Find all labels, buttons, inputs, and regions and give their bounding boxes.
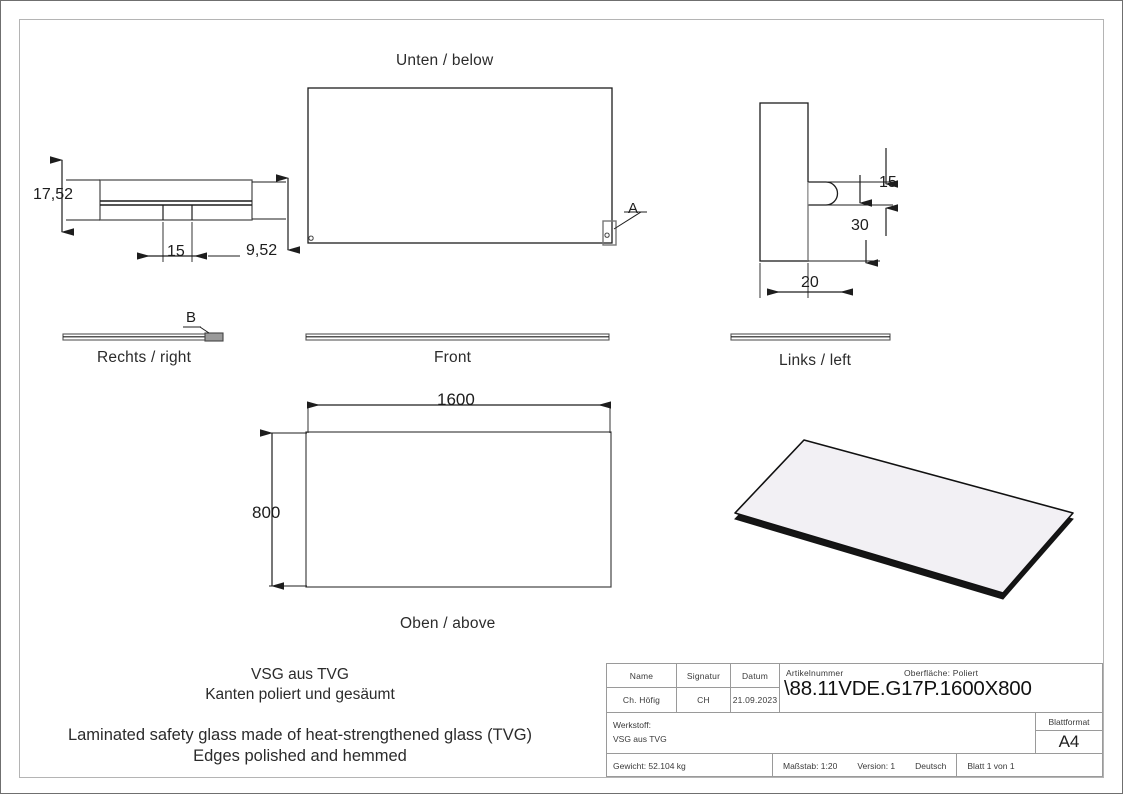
- dim-text-inner-gap: 15: [167, 243, 185, 260]
- tb-header-date: Datum: [731, 664, 779, 688]
- dim-text-width: 1600: [437, 390, 475, 409]
- dim-text-hem-height: 15: [879, 174, 897, 191]
- view-label-front: Front: [434, 349, 472, 366]
- tb-label-sheet-format: Blattformat: [1036, 713, 1102, 731]
- tb-label-article-number: Artikelnummer: [786, 668, 844, 678]
- tb-scale-group: Maßstab: 1:20 Version: 1 Deutsch: [773, 754, 958, 777]
- note-en-line1: Laminated safety glass made of heat-stre…: [67, 726, 533, 744]
- tb-value-version: Version: 1: [857, 760, 896, 771]
- tb-col-article: Artikelnummer Oberfläche: Poliert \88.11…: [780, 664, 1102, 712]
- tb-material-cell: Werkstoff: VSG aus TVG: [607, 713, 1036, 753]
- tb-value-sheet-count: Blatt 1 von 1: [967, 760, 1015, 771]
- tb-value-language: Deutsch: [915, 760, 947, 771]
- tb-value-date: 21.09.2023: [732, 695, 778, 705]
- view-label-below: Unten / below: [396, 52, 494, 69]
- tb-value-signature: CH: [697, 695, 710, 705]
- notes-block: VSG aus TVG Kanten poliert und gesäumt L…: [0, 665, 600, 767]
- tb-col-name: Name Ch. Höfig: [607, 664, 677, 712]
- tb-value-scale: Maßstab: 1:20: [783, 760, 838, 771]
- tb-header-name: Name: [607, 664, 676, 688]
- tb-value-name: Ch. Höfig: [622, 695, 661, 705]
- dim-text-hem-width: 20: [801, 274, 819, 291]
- tb-value-material: VSG aus TVG: [613, 734, 667, 744]
- tb-sheet-format-cell: Blattformat A4: [1036, 713, 1102, 753]
- view-label-right: Rechts / right: [97, 349, 192, 366]
- dim-text-thickness-sub: 9,52: [246, 242, 278, 259]
- note-de-line1: VSG aus TVG: [251, 666, 349, 683]
- title-block-row-person: Name Ch. Höfig Signatur CH Datum 21.09.2…: [607, 664, 1102, 713]
- dim-text-depth: 800: [252, 503, 281, 522]
- tb-label-surface: Oberfläche: Poliert: [904, 668, 979, 678]
- note-en-line2: Edges polished and hemmed: [193, 747, 407, 765]
- title-block-row-material: Werkstoff: VSG aus TVG Blattformat A4: [607, 713, 1102, 754]
- view-label-above: Oben / above: [400, 615, 496, 632]
- tb-value-sheet-format: A4: [1058, 732, 1080, 751]
- drawing-sheet-frame: [19, 19, 1104, 778]
- dim-text-hem-offset: 30: [851, 217, 869, 234]
- title-block-row-meta: Gewicht: 52.104 kg Maßstab: 1:20 Version…: [607, 754, 1102, 777]
- tb-header-signature: Signatur: [677, 664, 730, 688]
- tb-label-material: Werkstoff:: [613, 720, 651, 730]
- tb-value-weight: Gewicht: 52.104 kg: [607, 754, 773, 777]
- dim-text-thickness-total: 17,52: [33, 186, 74, 203]
- note-de-line2: Kanten poliert und gesäumt: [205, 686, 395, 703]
- callout-a-label: A: [628, 200, 639, 217]
- callout-b-label: B: [186, 309, 197, 326]
- tb-col-date: Datum 21.09.2023: [731, 664, 780, 712]
- view-label-left: Links / left: [779, 352, 852, 369]
- tb-col-signature: Signatur CH: [677, 664, 731, 712]
- title-block: Name Ch. Höfig Signatur CH Datum 21.09.2…: [606, 663, 1103, 777]
- tb-value-article-number: \88.11VDE.G17P.1600X800: [784, 677, 1032, 700]
